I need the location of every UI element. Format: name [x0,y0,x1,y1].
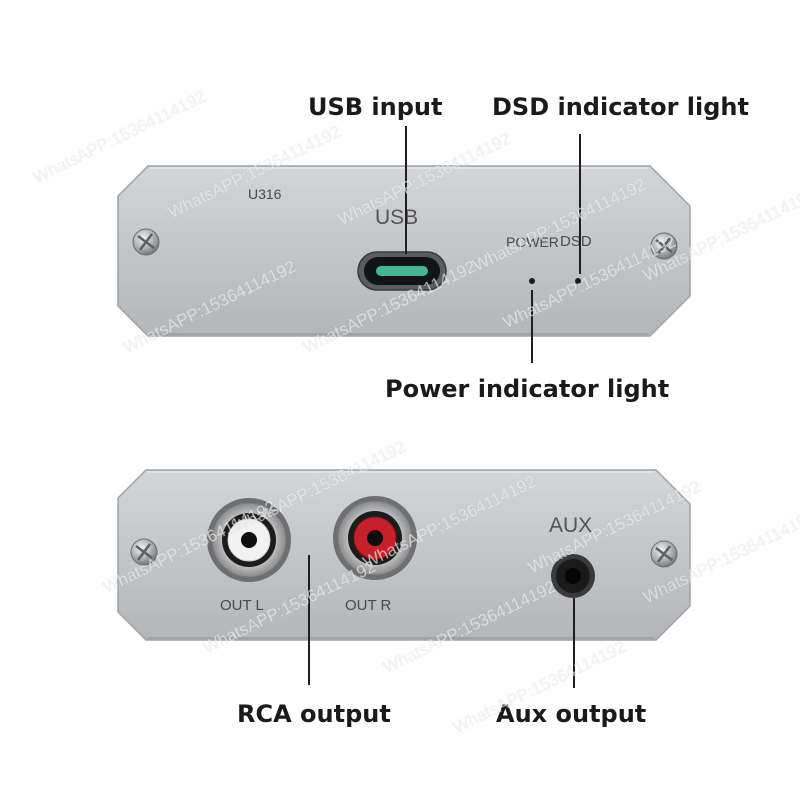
power-leader-line [531,290,533,363]
power-led-label: POWER [506,234,559,250]
aux-output-callout: Aux output [496,700,647,728]
screw-icon [650,540,678,568]
out-l-label: OUT L [220,597,264,614]
screw-icon [650,232,678,260]
usb-c-port [357,251,447,291]
rca-leader-line [308,555,310,685]
screw-icon [130,538,158,566]
aux-port-label: AUX [549,514,593,537]
aux-leader-line [573,598,575,688]
usb-leader-line [405,126,407,254]
out-r-label: OUT R [345,597,392,614]
dsd-leader-line [579,134,581,274]
front-panel [117,165,691,337]
usb-port-label: USB [375,206,419,229]
rear-panel [117,469,691,641]
power-indicator-callout: Power indicator light [385,375,670,403]
aux-jack [551,554,595,598]
rca-output-callout: RCA output [237,700,391,728]
dsd-led [575,278,581,284]
rca-right-jack [333,496,417,580]
model-label: U316 [248,186,282,202]
dsd-indicator-callout: DSD indicator light [492,93,749,121]
rca-left-jack [207,498,291,582]
power-led [529,278,535,284]
dsd-led-label: DSD [560,233,592,250]
screw-icon [132,228,160,256]
usb-input-callout: USB input [308,93,443,121]
